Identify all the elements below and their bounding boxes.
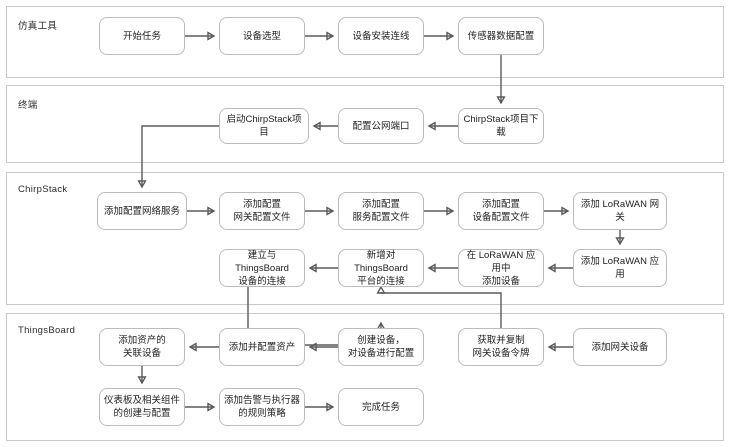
n-device-select-label: 设备选型 bbox=[242, 30, 281, 42]
n-create-device-label: 创建设备， 对设备进行配置 bbox=[347, 335, 415, 359]
n-tb-device-conn-label: 建立与ThingsBoard 设备的连接 bbox=[235, 249, 289, 287]
n-device-wiring[interactable]: 设备安装连线 bbox=[338, 17, 424, 55]
n-lorawan-app[interactable]: 添加 LoRaWAN 应用 bbox=[573, 249, 667, 287]
lane-terminal-label: 终端 bbox=[18, 100, 38, 111]
lane-simulation-label: 仿真工具 bbox=[18, 21, 58, 32]
n-tb-platform-conn-label: 新增对ThingsBoard 平台的连接 bbox=[354, 249, 408, 287]
n-download-label: ChirpStack项目下载 bbox=[463, 114, 539, 138]
n-finish-label: 完成任务 bbox=[361, 401, 400, 413]
n-start-chirpstack-label: 启动ChirpStack项目 bbox=[226, 114, 302, 138]
n-lorawan-gw-label: 添加 LoRaWAN 网关 bbox=[580, 199, 660, 223]
n-lorawan-gw[interactable]: 添加 LoRaWAN 网关 bbox=[573, 192, 667, 230]
n-dev-file-label: 添加配置 设备配置文件 bbox=[472, 199, 530, 223]
n-app-add-device[interactable]: 在 LoRaWAN 应用中 添加设备 bbox=[458, 249, 544, 287]
n-copy-token-label: 获取并复制 网关设备令牌 bbox=[472, 335, 530, 359]
n-tb-device-conn[interactable]: 建立与ThingsBoard 设备的连接 bbox=[219, 249, 305, 287]
n-tb-platform-conn[interactable]: 新增对ThingsBoard 平台的连接 bbox=[338, 249, 424, 287]
n-start-chirpstack[interactable]: 启动ChirpStack项目 bbox=[219, 108, 309, 144]
n-create-device[interactable]: 创建设备， 对设备进行配置 bbox=[338, 328, 424, 366]
n-add-gw-device[interactable]: 添加网关设备 bbox=[573, 328, 667, 366]
n-config-port[interactable]: 配置公网端口 bbox=[338, 108, 424, 144]
lane-chirpstack-label: ChirpStack bbox=[18, 184, 68, 195]
n-config-port-label: 配置公网端口 bbox=[352, 120, 410, 132]
n-dev-file[interactable]: 添加配置 设备配置文件 bbox=[458, 192, 544, 230]
n-alarm-rule-label: 添加告警与执行器 的规则策略 bbox=[223, 395, 300, 419]
n-add-asset[interactable]: 添加并配置资产 bbox=[219, 328, 305, 366]
n-start[interactable]: 开始任务 bbox=[99, 17, 185, 55]
n-lorawan-app-label: 添加 LoRaWAN 应用 bbox=[580, 256, 660, 280]
n-net-service[interactable]: 添加配置网络服务 bbox=[97, 192, 187, 230]
n-net-service-label: 添加配置网络服务 bbox=[103, 205, 180, 217]
lane-thingsboard-label: ThingsBoard bbox=[18, 325, 76, 336]
n-gw-file-label: 添加配置 网关配置文件 bbox=[233, 199, 291, 223]
n-start-label: 开始任务 bbox=[122, 30, 161, 42]
n-asset-relation-label: 添加资产的 关联设备 bbox=[118, 335, 166, 359]
n-copy-token[interactable]: 获取并复制 网关设备令牌 bbox=[458, 328, 544, 366]
n-svc-file[interactable]: 添加配置 服务配置文件 bbox=[338, 192, 424, 230]
n-download[interactable]: ChirpStack项目下载 bbox=[458, 108, 544, 144]
n-device-wiring-label: 设备安装连线 bbox=[352, 30, 410, 42]
n-svc-file-label: 添加配置 服务配置文件 bbox=[352, 199, 410, 223]
n-alarm-rule[interactable]: 添加告警与执行器 的规则策略 bbox=[219, 388, 305, 426]
n-add-asset-label: 添加并配置资产 bbox=[228, 341, 296, 353]
n-add-gw-device-label: 添加网关设备 bbox=[591, 341, 649, 353]
n-dashboard-label: 仪表板及相关组件 的创建与配置 bbox=[103, 395, 180, 419]
n-device-select[interactable]: 设备选型 bbox=[219, 17, 305, 55]
n-sensor-config-label: 传感器数据配置 bbox=[467, 30, 535, 42]
n-gw-file[interactable]: 添加配置 网关配置文件 bbox=[219, 192, 305, 230]
n-app-add-device-label: 在 LoRaWAN 应用中 添加设备 bbox=[466, 249, 536, 287]
n-asset-relation[interactable]: 添加资产的 关联设备 bbox=[99, 328, 185, 366]
n-dashboard[interactable]: 仪表板及相关组件 的创建与配置 bbox=[99, 388, 185, 426]
n-sensor-config[interactable]: 传感器数据配置 bbox=[458, 17, 544, 55]
n-finish[interactable]: 完成任务 bbox=[338, 388, 424, 426]
